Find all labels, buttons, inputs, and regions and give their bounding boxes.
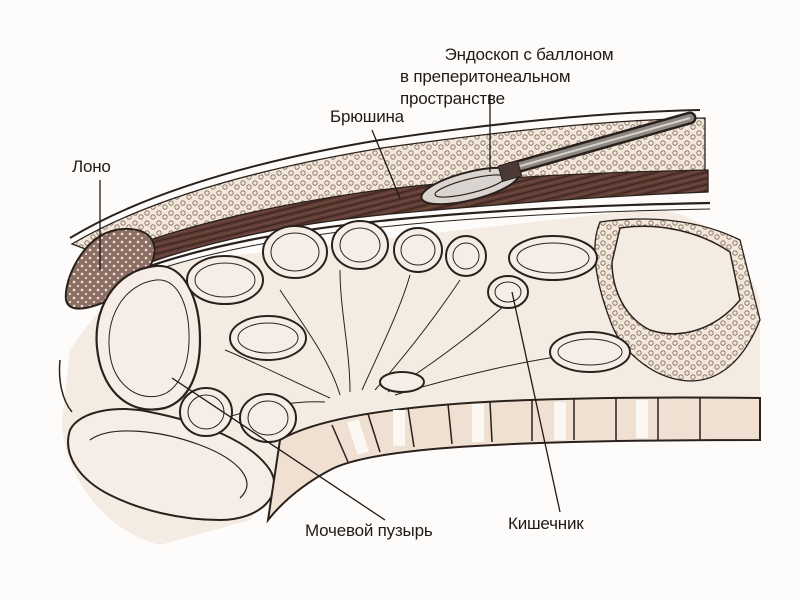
rectum (67, 408, 276, 522)
bladder-label: Мочевой пузырь (305, 521, 433, 540)
pubic-bone (64, 228, 156, 310)
leader-intestine (511, 291, 561, 513)
leader-peritoneum (371, 129, 401, 199)
endoscope-label-line2: в преперитонеальном пространстве (400, 67, 571, 108)
bladder (95, 264, 202, 411)
endoscope-label-line1: Эндоскоп с баллоном (444, 45, 614, 64)
endoscope-label: Эндоскоп с баллоном в преперитонеальном … (400, 44, 658, 110)
leader-bladder (171, 377, 386, 521)
peritoneum-line (127, 201, 711, 276)
peritoneum-label: Брюшина (330, 107, 404, 126)
skin-layer (69, 109, 701, 239)
leader-lines (99, 94, 561, 521)
intestine-label: Кишечник (508, 514, 584, 533)
pubis-label: Лоно (72, 157, 111, 176)
